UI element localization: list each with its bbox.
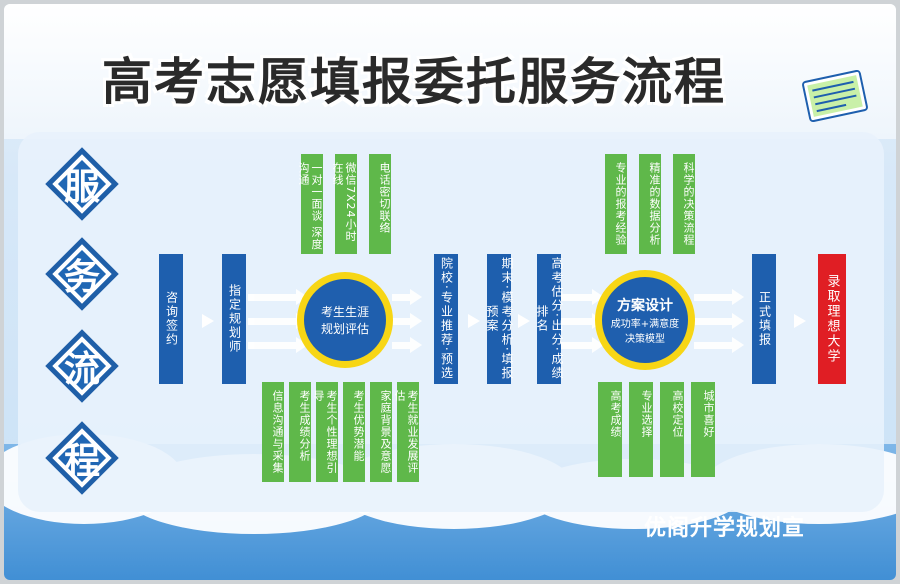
arrow-right-icon [560, 337, 604, 353]
plan-design-circle: 方案设计 成功率+满意度 决策模型 [595, 270, 695, 370]
arrow-right-icon [392, 289, 422, 305]
arrow-right-icon [560, 289, 604, 305]
green-item: 专业选择 [629, 382, 653, 477]
green-item: 高考成绩 [598, 382, 622, 477]
arrow-right-icon [694, 289, 744, 305]
green-item: 考生就业发展评估 [393, 382, 419, 482]
green-item: 精准的数据分析 [639, 154, 661, 254]
arrow-right-icon [248, 313, 308, 329]
green-item: 考生个性理想引导 [312, 382, 338, 482]
green-item: 家庭背景及意愿 [370, 382, 392, 482]
green-item: 考生成绩分析 [289, 382, 311, 482]
poster-board: 高考志愿填报委托服务流程 服 务 流 程 咨询签约 指定规划师 院校·专业 [4, 4, 896, 580]
green-item: 一对一面谈 深度沟通 [297, 154, 323, 254]
arrow-right-icon [694, 313, 744, 329]
step-recommend-preselect: 院校·专业推荐·预选 [434, 254, 458, 384]
green-item: 考生优势潜能 [343, 382, 365, 482]
green-item: 微信7X24小时在线 [331, 154, 357, 254]
green-item: 城市喜好 [691, 382, 715, 477]
sky-background [4, 4, 896, 139]
arrow-right-icon [248, 337, 308, 353]
arrow-right-icon [392, 313, 422, 329]
arrow-right-icon [694, 337, 744, 353]
green-item: 科学的决策流程 [673, 154, 695, 254]
arrow-right-icon [248, 289, 308, 305]
arrow-right-icon [468, 314, 480, 328]
step-assign-planner: 指定规划师 [222, 254, 246, 384]
step-formal-filing: 正式填报 [752, 254, 776, 384]
step-consult-sign: 咨询签约 [159, 254, 183, 384]
career-assessment-circle: 考生生涯 规划评估 [297, 272, 393, 368]
green-item: 专业的报考经验 [605, 154, 627, 254]
arrow-right-icon [518, 314, 530, 328]
green-item: 信息沟通与采集 [262, 382, 284, 482]
brand-name: 优阁升学规划宣 [644, 516, 806, 541]
step-admission: 录取理想大学 [818, 254, 846, 384]
step-score-ranking: 高考估分·出分·成绩排名 [535, 254, 564, 384]
arrow-right-icon [560, 313, 604, 329]
arrow-right-icon [392, 337, 422, 353]
green-item: 高校定位 [660, 382, 684, 477]
green-item: 电话密切联络 [369, 154, 391, 254]
arrow-right-icon [202, 314, 214, 328]
page-title: 高考志愿填报委托服务流程 [102, 53, 726, 111]
document-icon [802, 69, 868, 123]
step-mock-exam-analysis: 期末·模考分析·填报预案 [485, 254, 514, 384]
arrow-right-icon [794, 314, 806, 328]
